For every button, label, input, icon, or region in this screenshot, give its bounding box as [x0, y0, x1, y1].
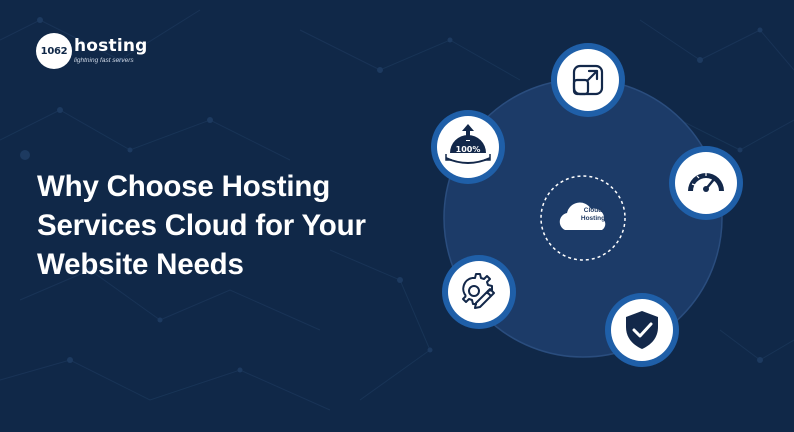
- page-headline: Why Choose Hosting Services Cloud for Yo…: [37, 167, 397, 284]
- headline-line-1: Why Choose Hosting: [37, 170, 331, 203]
- logo-tagline: lightning fast servers: [74, 56, 134, 64]
- center-label-line-2: Hosting: [580, 215, 606, 222]
- uptime-100-percent-icon: 100%: [445, 124, 491, 164]
- cloud-hosting-label: Cloud Hosting: [563, 207, 623, 231]
- node-uptime[interactable]: 100%: [431, 110, 505, 184]
- headline-line-2: Services Cloud for Your: [37, 209, 366, 242]
- logo-wordmark: hosting: [74, 35, 148, 56]
- uptime-text: 100%: [456, 145, 481, 154]
- node-security[interactable]: [605, 293, 679, 367]
- node-customize[interactable]: [442, 255, 516, 329]
- node-scale[interactable]: [551, 43, 625, 117]
- cloud-icon: [559, 202, 606, 230]
- center-label-line-1: Cloud: [583, 207, 603, 214]
- node-speed[interactable]: [669, 146, 743, 220]
- headline-line-3: Website Needs: [37, 248, 244, 281]
- gear-pencil-icon: [462, 273, 495, 309]
- speedometer-icon: [688, 173, 724, 192]
- scale-expand-icon: [572, 64, 604, 96]
- brand-logo[interactable]: 1062 hosting lightning fast servers: [36, 33, 148, 69]
- shield-check-icon: [626, 311, 658, 349]
- logo-badge: 1062: [36, 33, 72, 69]
